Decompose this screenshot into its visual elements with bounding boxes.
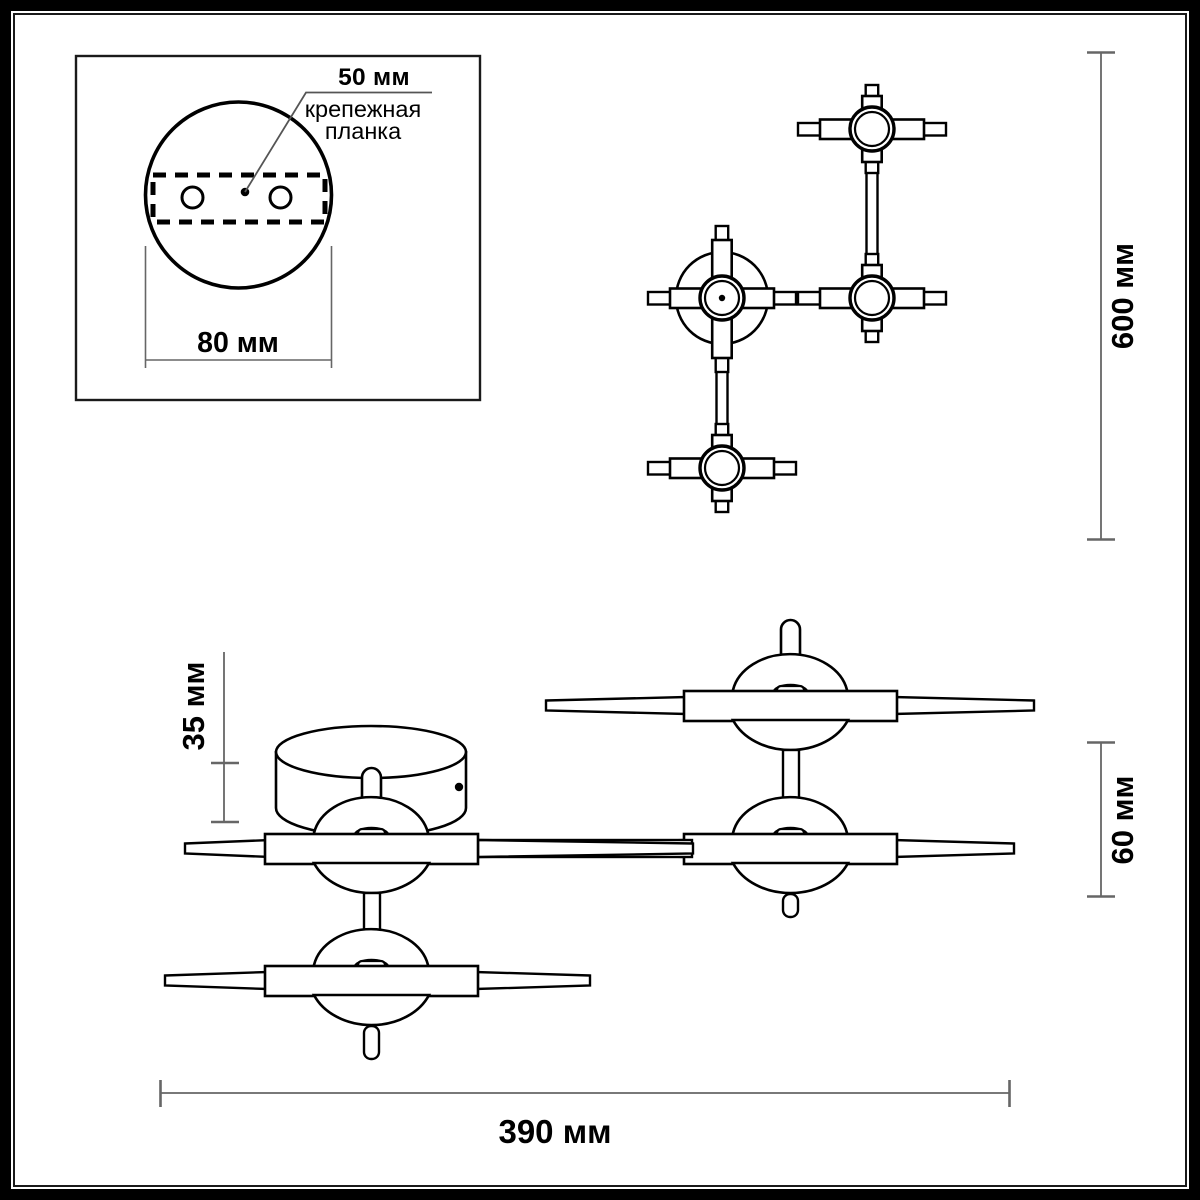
screw-hole <box>180 185 205 210</box>
dimension-390mm: 390 мм <box>159 1080 1011 1150</box>
dimension-600mm: 600 мм <box>1087 51 1140 541</box>
lamp-head-top-view <box>796 83 948 175</box>
leader-line <box>244 91 432 193</box>
dimension-390mm-label: 390 мм <box>498 1113 611 1150</box>
front-view-group <box>163 618 1036 1061</box>
dimension-35mm-label: 35 мм <box>176 662 211 751</box>
detail-leader-label-line1: крепежная <box>305 96 421 122</box>
top-view-group <box>646 83 948 514</box>
screw-hole <box>268 185 293 210</box>
lamp-head-top-view <box>646 422 798 514</box>
detail-leader-dimension: 50 мм <box>338 64 410 91</box>
lamp-head-front-view <box>544 618 1036 824</box>
mounting-plate-detail-group: 50 мм крепежная планка 80 мм <box>74 54 482 402</box>
lamp-head-front-view <box>163 927 592 1061</box>
dimension-60mm: 60 мм <box>1087 741 1140 898</box>
dimension-60mm-label: 60 мм <box>1105 776 1140 865</box>
lamp-head-top-view <box>796 252 948 344</box>
canopy-circle-top-view <box>143 100 334 290</box>
dimension-35mm: 35 мм <box>176 652 239 824</box>
detail-leader-label-line2: планка <box>325 118 402 144</box>
dimension-600mm-label: 600 мм <box>1105 243 1140 349</box>
lamp-head-front-view <box>183 766 695 957</box>
canopy-top-view <box>646 224 798 374</box>
cable-outlet-dot <box>454 782 464 792</box>
detail-width-dimension: 80 мм <box>197 327 279 359</box>
